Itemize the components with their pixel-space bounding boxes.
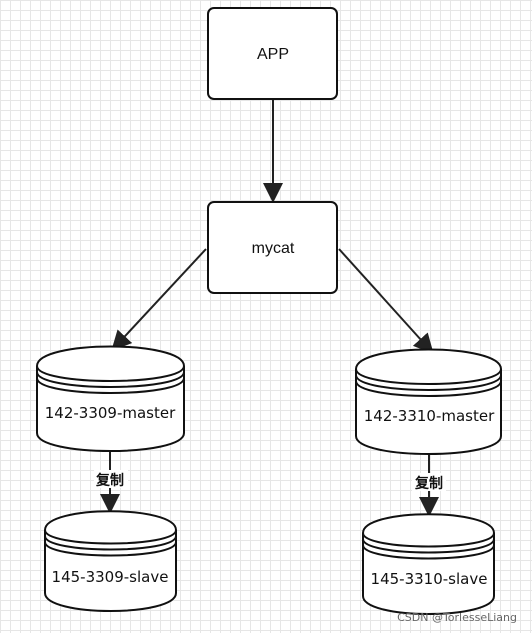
node-master-142-3310[interactable]: 142-3310-master (355, 348, 502, 455)
edge-mycat-to-master2 (338, 248, 434, 354)
node-mycat[interactable]: mycat (207, 201, 338, 294)
edge-label-bg-left (94, 470, 128, 488)
node-app[interactable]: APP (207, 7, 338, 100)
node-master-142-3309-label: 142-3309-master (45, 404, 176, 422)
edge-label-replicate-right: 复制 (414, 475, 443, 492)
node-slave-145-3310[interactable]: 145-3310-slave (362, 513, 495, 615)
node-master-142-3309[interactable]: 142-3309-master (36, 345, 185, 452)
node-slave-145-3310-label: 145-3310-slave (371, 570, 488, 588)
edge-label-replicate-left: 复制 (95, 472, 124, 489)
edge-label-bg-right (412, 473, 446, 491)
watermark: CSDN @TorlesseLiang (397, 611, 517, 624)
edge-mycat-to-master1 (111, 248, 207, 351)
node-app-label: APP (257, 46, 289, 63)
node-mycat-label: mycat (252, 240, 295, 257)
node-slave-145-3309-label: 145-3309-slave (52, 568, 169, 586)
node-master-142-3310-label: 142-3310-master (364, 407, 495, 425)
node-slave-145-3309[interactable]: 145-3309-slave (44, 510, 177, 612)
